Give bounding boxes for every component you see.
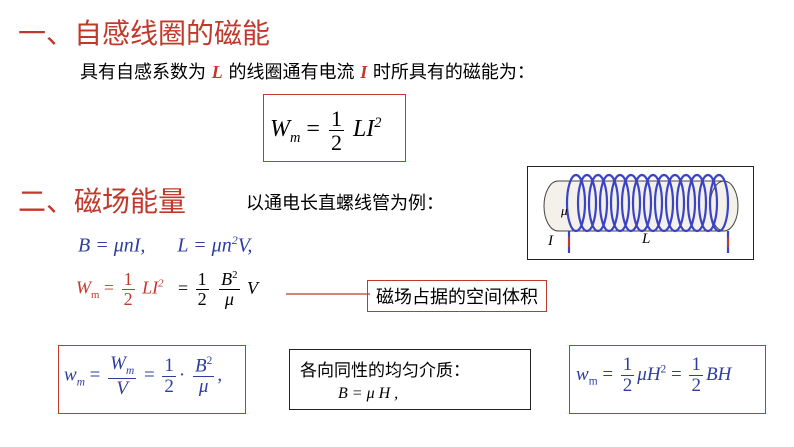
solenoid-coil-icon	[543, 173, 739, 253]
solenoid-label-mu: μ	[561, 203, 568, 218]
relation-L-exp: 2	[231, 233, 238, 247]
derivation-W-sub: m	[91, 289, 100, 302]
equals-sign: =	[89, 364, 101, 386]
density-w-sub: m	[588, 375, 598, 388]
density-w: w	[64, 364, 77, 386]
fraction-B-exp: 2	[232, 269, 238, 281]
formula-W: W	[270, 116, 290, 143]
density-w-sub: m	[76, 376, 85, 389]
fraction-denominator: 2	[330, 130, 342, 156]
equals-sign: =	[103, 277, 115, 298]
fraction-denominator: 2	[197, 288, 207, 309]
fraction-numerator: 1	[328, 106, 344, 132]
fraction-numerator: 1	[121, 269, 135, 290]
sentence-part-3: 时所具有的磁能为：	[367, 62, 535, 83]
fraction-B2-over-mu: B2 μ	[193, 354, 215, 398]
solenoid-label-L: L	[642, 231, 651, 247]
formula-comma: ,	[217, 364, 223, 386]
relation-B: B = μnI,	[78, 234, 146, 257]
equals-sign: =	[671, 363, 682, 385]
term-BH: BH	[705, 363, 732, 385]
fraction-mu: μ	[224, 288, 234, 309]
fraction-B: B	[195, 355, 207, 377]
fraction-B: B	[221, 269, 233, 289]
multiply-dot: ·	[178, 364, 186, 386]
fraction-numerator: 1	[620, 354, 635, 376]
fraction-denominator: 2	[123, 288, 133, 309]
solenoid-diagram: μ I L	[527, 166, 754, 260]
fraction-W: W	[110, 353, 126, 374]
symbol-L: L	[211, 62, 223, 82]
derivation-exp: 2	[158, 277, 164, 290]
fraction-numerator: 1	[195, 269, 209, 290]
relation-L-tail: V,	[237, 234, 253, 257]
fraction-W-sub: m	[125, 364, 135, 377]
section1-sentence: 具有自感系数为 L 的线圈通有电流 I 时所具有的磁能为：	[80, 58, 535, 84]
volume-callout: 磁场占据的空间体积	[367, 280, 547, 312]
sentence-part-2: 的线圈通有电流	[222, 62, 361, 83]
derivation-V: V	[247, 277, 259, 298]
term-muH-exp: 2	[660, 363, 667, 376]
term-muH: μH	[637, 363, 661, 385]
density-w: w	[576, 363, 589, 385]
medium-relation: B = μ H ,	[338, 385, 399, 402]
derivation-LI: LI	[142, 277, 159, 298]
medium-description: 各向同性的均匀介质：	[300, 361, 470, 381]
formula-exponent: 2	[374, 115, 382, 132]
isotropic-medium-box: 各向同性的均匀介质： B = μ H ,	[289, 349, 531, 410]
fraction-B-exp: 2	[206, 354, 213, 367]
equals-sign: =	[602, 363, 614, 385]
sentence-part-1: 具有自感系数为	[80, 62, 212, 83]
relation-L: L = μn	[177, 234, 232, 257]
section2-title: 二、磁场能量	[18, 185, 187, 218]
fraction-denominator: 2	[691, 374, 701, 396]
section2-note: 以通电长直螺线管为例：	[246, 193, 444, 214]
fraction-mu: μ	[198, 376, 209, 398]
fraction-denominator: 2	[164, 375, 174, 397]
formula-W-sub: m	[290, 129, 301, 146]
equals-sign: =	[306, 116, 320, 143]
formula-LI: LI	[352, 116, 375, 143]
derivation-W: W	[76, 277, 91, 298]
equals-sign: =	[143, 364, 155, 386]
section1-title: 一、自感线圈的磁能	[18, 17, 271, 50]
fraction-numerator: 1	[689, 354, 703, 376]
fraction-B2-over-mu: B2 μ	[219, 269, 240, 309]
equals-sign: =	[177, 277, 189, 298]
callout-connector-line	[286, 293, 370, 295]
solenoid-relations: B = μnI, L = μn2V,	[78, 233, 252, 258]
solenoid-label-I: I	[548, 233, 553, 249]
symbol-I: I	[360, 62, 368, 82]
fraction-numerator: 1	[162, 354, 176, 377]
fraction-V: V	[116, 377, 128, 399]
fraction-denominator: 2	[622, 374, 633, 396]
